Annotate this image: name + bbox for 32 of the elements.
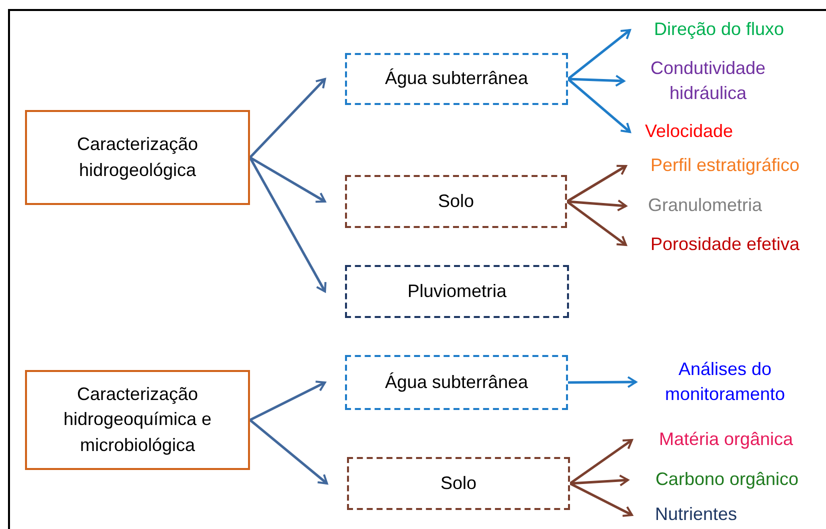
dashed-box: Pluviometria <box>345 265 569 318</box>
item-label: Granulometria <box>630 192 780 220</box>
item-label: Carbono orgânico <box>632 466 822 494</box>
arrow <box>249 380 326 422</box>
arrow <box>569 482 633 517</box>
dashed-box: Água subterrânea <box>345 355 568 410</box>
arrow <box>569 438 633 485</box>
item-label: Matéria orgânica <box>636 426 816 454</box>
item-label: Nutrientes <box>636 502 756 528</box>
arrow <box>566 200 627 246</box>
dashed-box: Água subterrânea <box>345 53 568 105</box>
arrow <box>249 156 326 203</box>
process-box: Caracterização hidrogeoquímica e microbiológica <box>25 370 250 470</box>
dashed-box: Solo <box>347 457 570 510</box>
item-label: Velocidade <box>634 118 744 146</box>
arrow <box>566 199 627 212</box>
item-label: Análises do monitoramento <box>640 355 810 409</box>
arrow <box>248 156 326 292</box>
dashed-box: Solo <box>345 175 567 228</box>
item-label: Direção do fluxo <box>634 16 804 44</box>
arrow <box>566 164 627 203</box>
arrow <box>567 78 631 133</box>
item-label: Perfil estratigráfico <box>630 152 820 180</box>
arrow <box>249 419 328 484</box>
process-box: Caracterização hidrogeológica <box>25 110 250 205</box>
arrow <box>568 376 637 388</box>
arrow <box>570 474 629 486</box>
item-label: Porosidade efetiva <box>630 231 820 259</box>
arrow <box>568 74 625 87</box>
arrow <box>567 29 631 80</box>
item-label: Condutividade hidráulica <box>628 54 788 108</box>
arrow <box>249 78 326 158</box>
